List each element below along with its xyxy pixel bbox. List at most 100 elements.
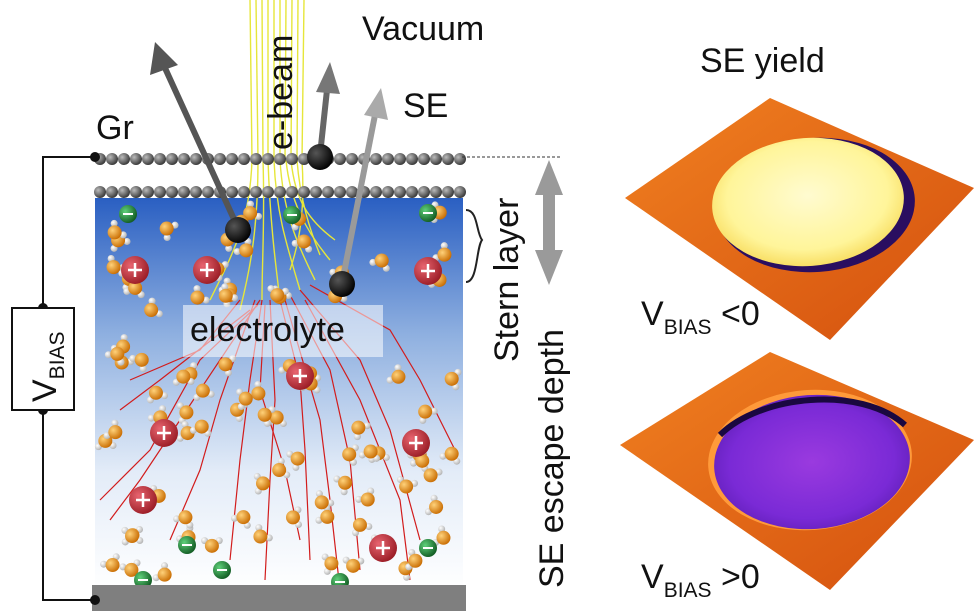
carbon-atom bbox=[142, 153, 154, 165]
se-yield-title: SE yield bbox=[700, 42, 825, 80]
anion bbox=[419, 204, 437, 222]
water-molecule bbox=[190, 285, 210, 305]
water-molecule bbox=[243, 200, 263, 221]
water-molecule bbox=[315, 504, 335, 524]
water-molecule bbox=[159, 221, 179, 242]
carbon-atom bbox=[190, 153, 202, 165]
graphene-sheet-bottom bbox=[94, 186, 466, 198]
se-yield-map-positive bbox=[620, 352, 974, 590]
cation bbox=[286, 362, 314, 390]
water-molecule bbox=[351, 420, 371, 441]
vacuum-label: Vacuum bbox=[362, 10, 485, 48]
water-molecule bbox=[405, 549, 423, 571]
graphene-sheet-top bbox=[94, 153, 466, 165]
water-molecule bbox=[100, 553, 120, 573]
carbon-atom bbox=[214, 153, 226, 165]
water-molecule bbox=[424, 494, 444, 516]
water-molecule bbox=[193, 383, 215, 401]
carbon-atom bbox=[382, 186, 394, 198]
bottom-electrode bbox=[92, 585, 466, 611]
electron bbox=[307, 144, 333, 170]
carbon-atom bbox=[130, 153, 142, 165]
carbon-atom bbox=[346, 153, 358, 165]
water-molecule bbox=[333, 475, 353, 496]
water-molecule bbox=[267, 285, 289, 303]
stern-bracket bbox=[465, 209, 484, 283]
carbon-atom bbox=[286, 186, 298, 198]
water-molecule bbox=[146, 385, 168, 404]
water-molecule bbox=[201, 537, 223, 553]
water-molecule bbox=[189, 419, 212, 437]
carbon-atom bbox=[454, 153, 466, 165]
water-molecule bbox=[172, 369, 195, 386]
carbon-atom bbox=[298, 186, 310, 198]
vbias-box bbox=[11, 307, 75, 411]
water-molecule bbox=[355, 487, 375, 507]
carbon-atom bbox=[406, 186, 418, 198]
water-molecule bbox=[439, 446, 461, 465]
water-molecule bbox=[152, 562, 172, 582]
water-molecule bbox=[121, 528, 144, 546]
carbon-atom bbox=[190, 186, 202, 198]
carbon-atom bbox=[418, 186, 430, 198]
carbon-atom bbox=[250, 153, 262, 165]
water-molecule bbox=[342, 556, 365, 573]
water-molecule bbox=[321, 553, 339, 575]
water-molecules bbox=[94, 200, 462, 582]
carbon-atom bbox=[106, 186, 118, 198]
water-molecule bbox=[358, 444, 381, 462]
water-molecule bbox=[230, 510, 251, 529]
carbon-atom bbox=[394, 153, 406, 165]
carbon-atom bbox=[310, 186, 322, 198]
anion bbox=[283, 206, 301, 224]
carbon-atom bbox=[118, 186, 130, 198]
se-label: SE bbox=[403, 87, 449, 125]
carbon-atom bbox=[130, 186, 142, 198]
bias-circuit bbox=[42, 156, 95, 601]
water-molecule bbox=[218, 283, 239, 303]
carbon-atom bbox=[142, 186, 154, 198]
water-molecule bbox=[257, 405, 276, 427]
water-molecule bbox=[396, 476, 419, 494]
carbon-atom bbox=[226, 186, 238, 198]
carbon-atom bbox=[322, 186, 334, 198]
water-molecule bbox=[444, 368, 462, 391]
carbon-atom bbox=[334, 186, 346, 198]
graphene-label: Gr bbox=[96, 109, 134, 147]
carbon-atom bbox=[418, 153, 430, 165]
carbon-atom bbox=[178, 186, 190, 198]
stern-layer-label: Stern layer bbox=[488, 197, 526, 362]
water-molecule bbox=[233, 238, 254, 258]
carbon-atom bbox=[118, 153, 130, 165]
cation bbox=[129, 486, 157, 514]
carbon-atom bbox=[334, 153, 346, 165]
carbon-atom bbox=[382, 153, 394, 165]
water-molecule bbox=[272, 457, 291, 479]
carbon-atom bbox=[262, 153, 274, 165]
escape-depth-arrow bbox=[535, 160, 563, 285]
water-molecule bbox=[253, 472, 270, 495]
carbon-atom bbox=[106, 153, 118, 165]
carbon-atom bbox=[94, 186, 106, 198]
carbon-atom bbox=[238, 186, 250, 198]
carbon-atom bbox=[406, 153, 418, 165]
anion bbox=[134, 571, 152, 589]
carbon-atom bbox=[370, 153, 382, 165]
carbon-atom bbox=[238, 153, 250, 165]
carbon-atom bbox=[250, 186, 262, 198]
water-molecule bbox=[104, 346, 125, 366]
cation bbox=[414, 257, 442, 285]
carbon-atom bbox=[178, 153, 190, 165]
water-molecule bbox=[144, 297, 163, 318]
cation bbox=[193, 256, 221, 284]
water-molecule bbox=[173, 510, 194, 529]
se-yield-map-negative bbox=[625, 98, 974, 340]
water-molecule bbox=[123, 280, 145, 299]
water-molecule bbox=[119, 559, 141, 577]
cation bbox=[150, 419, 178, 447]
se-escape-depth-label: SE escape depth bbox=[533, 329, 571, 588]
anion bbox=[213, 561, 231, 579]
carbon-atom bbox=[226, 153, 238, 165]
water-molecule bbox=[218, 355, 237, 377]
water-molecule bbox=[342, 444, 359, 466]
